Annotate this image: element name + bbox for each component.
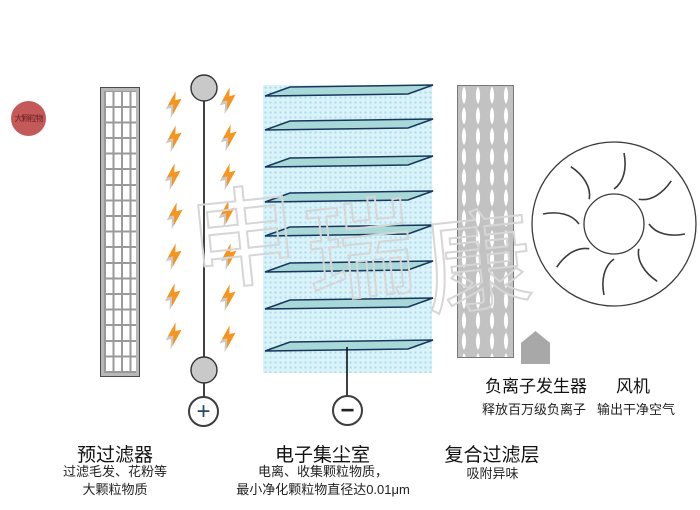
prefilter-cells	[104, 91, 136, 373]
fan-blade	[648, 223, 686, 236]
lightning-icon	[162, 242, 186, 271]
collector-desc-line2: 最小净化颗粒物直径达0.01μm	[236, 482, 410, 497]
fan-hub	[583, 193, 645, 255]
prefilter-desc-line1: 过滤毛发、花粉等	[62, 464, 167, 479]
lightning-icon	[161, 282, 185, 311]
composite-filter	[457, 85, 514, 358]
collector-plate	[264, 155, 434, 168]
prefilter-desc-line2: 大颗粒物质	[82, 482, 148, 497]
plus-sign: +	[196, 397, 211, 425]
collector-plate	[264, 297, 434, 310]
large-particle-label: 大颗粒物	[14, 114, 44, 123]
fan-blade	[542, 212, 580, 225]
fan-icon	[531, 141, 697, 307]
fan-blade	[638, 180, 672, 201]
wire-top-electrode	[190, 74, 218, 102]
collector-plate	[264, 339, 434, 352]
lightning-icon	[216, 86, 240, 115]
collector-desc: 电离、收集颗粒物质， 最小净化颗粒物直径达0.01μm	[198, 463, 448, 499]
lightning-icon	[216, 283, 240, 312]
negative-terminal: −	[332, 395, 363, 426]
collector-desc-line1: 电离、收集颗粒物质，	[257, 464, 388, 479]
prefilter-grid	[100, 87, 140, 377]
fan-blade	[570, 166, 591, 200]
collector-plate	[264, 118, 434, 131]
fan-blades	[542, 152, 686, 296]
collector-plate	[264, 224, 434, 237]
lightning-icon	[162, 321, 186, 350]
lightning-icon	[215, 199, 239, 228]
ion-generator-title: 负离子发生器	[485, 377, 587, 396]
lightning-icon	[216, 162, 240, 191]
fan-blade	[602, 258, 615, 296]
fan-title: 风机	[616, 377, 650, 396]
collector-plate	[264, 260, 434, 273]
wire-bottom-electrode	[190, 356, 218, 384]
collector-title: 电子集尘室	[274, 445, 370, 466]
minus-sign: −	[340, 396, 355, 424]
prefilter-desc: 过滤毛发、花粉等 大颗粒物质	[25, 463, 205, 499]
fan-blade	[556, 247, 590, 268]
lightning-icon	[162, 124, 186, 153]
collector-plate	[264, 84, 434, 97]
ion-generator-desc: 释放百万级负离子	[482, 402, 587, 417]
lightning-icon	[161, 162, 185, 191]
ionizer-wire-assembly	[150, 74, 270, 397]
lightning-icon	[162, 90, 186, 119]
collector-plates	[264, 84, 434, 396]
positive-terminal: +	[188, 396, 219, 427]
lightning-icon	[163, 201, 187, 230]
lightning-icon	[216, 324, 240, 353]
lightning-icon	[217, 242, 241, 271]
lightning-icon	[217, 123, 241, 152]
ion-generator-icon	[521, 331, 550, 364]
composite-filter-texture	[458, 86, 513, 357]
composite-filter-title: 复合过滤层	[444, 445, 540, 466]
fan-desc: 输出干净空气	[597, 402, 676, 417]
collector-plate	[264, 190, 434, 203]
fan-blade	[637, 248, 658, 282]
composite-filter-desc: 吸附异味	[466, 466, 519, 481]
prefilter-title: 预过滤器	[76, 445, 153, 466]
large-particle-ball: 大颗粒物	[11, 101, 46, 136]
fan-blade	[613, 152, 626, 190]
